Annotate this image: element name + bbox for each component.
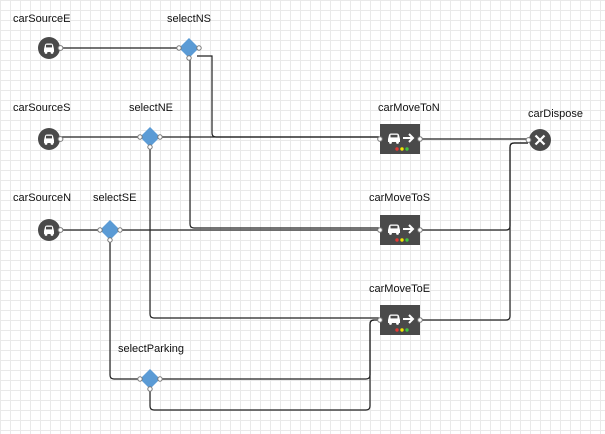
diamond-icon (140, 127, 160, 147)
car-move-icon (388, 224, 400, 235)
connector-carMoveToE-carDispose[interactable] (421, 142, 528, 321)
connector-selectNE-carMoveToE[interactable] (149, 145, 379, 319)
carSourceN-label: carSourceN (13, 192, 72, 204)
selectNE-block[interactable] (137, 127, 163, 150)
carSourceE-block[interactable] (38, 37, 64, 59)
carMoveToE-block[interactable] (377, 305, 423, 335)
selectSE-label: selectSE (93, 192, 137, 204)
connector-selectSE-selectParking[interactable] (109, 238, 141, 380)
carSourceE-label: carSourceE (13, 13, 71, 25)
car-move-icon (388, 314, 400, 325)
diamond-icon (100, 220, 120, 240)
car-icon (44, 134, 54, 145)
selectParking-label: selectParking (118, 343, 185, 355)
connector-selectNS-carMoveToN[interactable] (197, 55, 379, 138)
connector-carMoveToS-carDispose[interactable] (421, 142, 528, 231)
carMoveToE-label: carMoveToE (369, 283, 431, 295)
connector-selectParking-carMoveToE[interactable] (159, 319, 379, 380)
carMoveToS-block[interactable] (377, 215, 423, 245)
connectors (60, 47, 528, 411)
selectNS-label: selectNS (167, 13, 212, 25)
car-icon (44, 225, 54, 236)
selectNE-label: selectNE (129, 102, 174, 114)
carMoveToN-block[interactable] (377, 124, 423, 154)
car-icon (44, 43, 54, 54)
selectParking-block[interactable] (137, 369, 163, 392)
close-icon (534, 134, 546, 146)
selectSE-block[interactable] (97, 220, 123, 243)
car-move-icon (388, 133, 400, 144)
selectNS-block[interactable] (176, 38, 202, 61)
connector-selectNS-carMoveToS[interactable] (189, 56, 379, 229)
diamond-icon (140, 369, 160, 389)
carDispose-label: carDispose (528, 108, 584, 120)
connector-selectParking-carMoveToE-2[interactable] (149, 319, 375, 411)
carSourceS-label: carSourceS (13, 102, 71, 114)
carMoveToN-label: carMoveToN (378, 102, 440, 114)
diamond-icon (179, 38, 199, 58)
carMoveToS-label: carMoveToS (369, 192, 431, 204)
carSourceN-block[interactable] (38, 219, 64, 241)
carDispose-block[interactable] (525, 129, 551, 151)
carSourceS-block[interactable] (38, 128, 64, 150)
